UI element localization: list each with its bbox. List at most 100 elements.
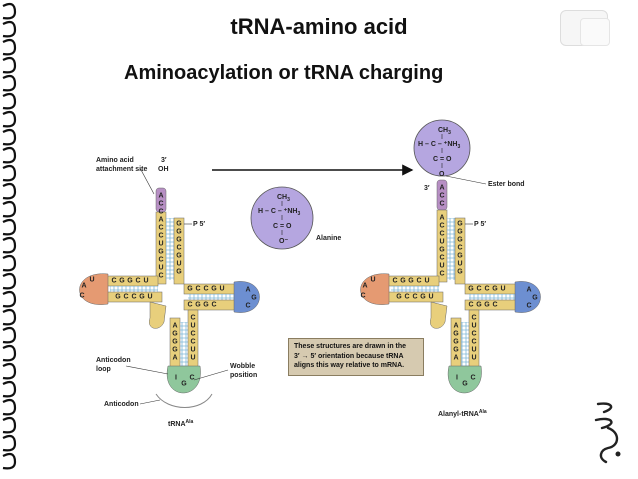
svg-text:C: C <box>468 302 473 309</box>
svg-text:C: C <box>158 201 163 208</box>
svg-text:U: U <box>219 286 224 293</box>
svg-text:C: C <box>187 302 192 309</box>
svg-text:C: C <box>203 286 208 293</box>
svg-text:C: C <box>158 233 163 240</box>
svg-text:I: I <box>456 375 458 382</box>
svg-text:U: U <box>158 265 163 272</box>
right-trna-structure: CH3 H – C – ⁺NH3 C = O O Ester bond ACC … <box>360 119 541 418</box>
svg-text:G: G <box>462 381 468 388</box>
svg-text:G: G <box>457 237 463 244</box>
svg-text:C: C <box>404 294 409 301</box>
svg-text:U: U <box>147 294 152 301</box>
svg-text:C: C <box>111 278 116 285</box>
left-p5-label: P 5′ <box>193 221 205 228</box>
right-p5-label: P 5′ <box>474 221 486 228</box>
svg-text:C: C <box>245 303 250 310</box>
svg-text:U: U <box>471 347 476 354</box>
left-trna-name: tRNAAla <box>168 419 194 428</box>
svg-text:A: A <box>158 217 163 224</box>
svg-text:C: C <box>484 286 489 293</box>
svg-text:C: C <box>158 273 163 280</box>
svg-text:C = O: C = O <box>433 156 452 163</box>
svg-text:U: U <box>158 241 163 248</box>
left-acceptor-stem-strand-5 <box>173 217 185 285</box>
svg-text:G: G <box>176 229 182 236</box>
corner-tab-decoration-inner <box>580 18 610 46</box>
wobble-position-label: Wobble <box>230 363 255 370</box>
svg-text:C: C <box>439 271 444 278</box>
svg-text:U: U <box>370 277 375 284</box>
svg-text:G: G <box>203 302 209 309</box>
svg-text:A: A <box>81 283 86 290</box>
svg-text:G: G <box>158 249 164 256</box>
svg-text:G: G <box>468 286 474 293</box>
svg-text:A: A <box>439 185 444 192</box>
svg-text:U: U <box>457 261 462 268</box>
svg-text:G: G <box>420 294 426 301</box>
svg-text:C: C <box>158 257 163 264</box>
svg-text:C: C <box>492 302 497 309</box>
slide-title: tRNA-amino acid <box>230 14 408 39</box>
left-variable-loop <box>149 301 167 329</box>
svg-text:C: C <box>470 375 475 382</box>
svg-text:C: C <box>471 331 476 338</box>
svg-text:C: C <box>131 294 136 301</box>
svg-text:G: G <box>396 294 402 301</box>
svg-text:C: C <box>471 339 476 346</box>
svg-text:G: G <box>195 302 201 309</box>
svg-text:C: C <box>176 245 181 252</box>
svg-text:A: A <box>172 355 177 362</box>
svg-text:G: G <box>181 381 187 388</box>
svg-text:G: G <box>532 295 538 302</box>
svg-text:G: G <box>176 221 182 228</box>
svg-text:G: G <box>172 331 178 338</box>
svg-text:C: C <box>195 286 200 293</box>
left-three-prime-label: 3′ <box>161 157 167 164</box>
svg-text:C: C <box>439 255 444 262</box>
svg-text:G: G <box>457 229 463 236</box>
anticodon-loop-label: Anticodon <box>96 357 131 364</box>
svg-text:U: U <box>89 277 94 284</box>
svg-text:C: C <box>123 294 128 301</box>
svg-text:U: U <box>471 323 476 330</box>
svg-text:A: A <box>439 215 444 222</box>
svg-text:C: C <box>416 278 421 285</box>
right-three-prime-label: 3′ <box>424 185 430 192</box>
svg-text:H – C – ⁺NH3: H – C – ⁺NH3 <box>258 208 300 217</box>
svg-text:G: G <box>119 278 125 285</box>
ester-bond-label: Ester bond <box>488 181 525 188</box>
svg-text:G: G <box>400 278 406 285</box>
left-anticodon-pairing <box>180 322 188 366</box>
svg-text:CH3: CH3 <box>277 194 290 203</box>
svg-text:C: C <box>190 339 195 346</box>
svg-text:G: G <box>139 294 145 301</box>
svg-text:G: G <box>484 302 490 309</box>
orientation-note: These structures are drawn in the 3′ → 5… <box>288 338 424 376</box>
svg-text:G: G <box>439 247 445 254</box>
svg-text:attachment site: attachment site <box>96 166 147 173</box>
svg-text:C: C <box>392 278 397 285</box>
svg-text:C: C <box>135 278 140 285</box>
svg-text:G: G <box>115 294 121 301</box>
svg-text:U: U <box>428 294 433 301</box>
left-t-loop <box>233 281 260 313</box>
svg-text:U: U <box>439 239 444 246</box>
svg-text:U: U <box>190 323 195 330</box>
svg-text:A: A <box>158 193 163 200</box>
svg-text:loop: loop <box>96 366 111 373</box>
left-oh-label: OH <box>158 166 169 173</box>
svg-text:U: U <box>424 278 429 285</box>
svg-text:C: C <box>189 375 194 382</box>
left-t-arm-pairing <box>188 294 234 300</box>
svg-text:U: U <box>500 286 505 293</box>
svg-text:C = O: C = O <box>273 223 292 230</box>
svg-text:G: G <box>176 269 182 276</box>
svg-text:G: G <box>172 347 178 354</box>
svg-text:G: G <box>172 339 178 346</box>
spiral-binding <box>2 2 17 470</box>
right-trna-name: Alanyl-tRNAAla <box>438 409 487 418</box>
svg-text:C: C <box>526 303 531 310</box>
svg-text:H – C – ⁺NH3: H – C – ⁺NH3 <box>418 141 460 150</box>
svg-text:G: G <box>187 286 193 293</box>
